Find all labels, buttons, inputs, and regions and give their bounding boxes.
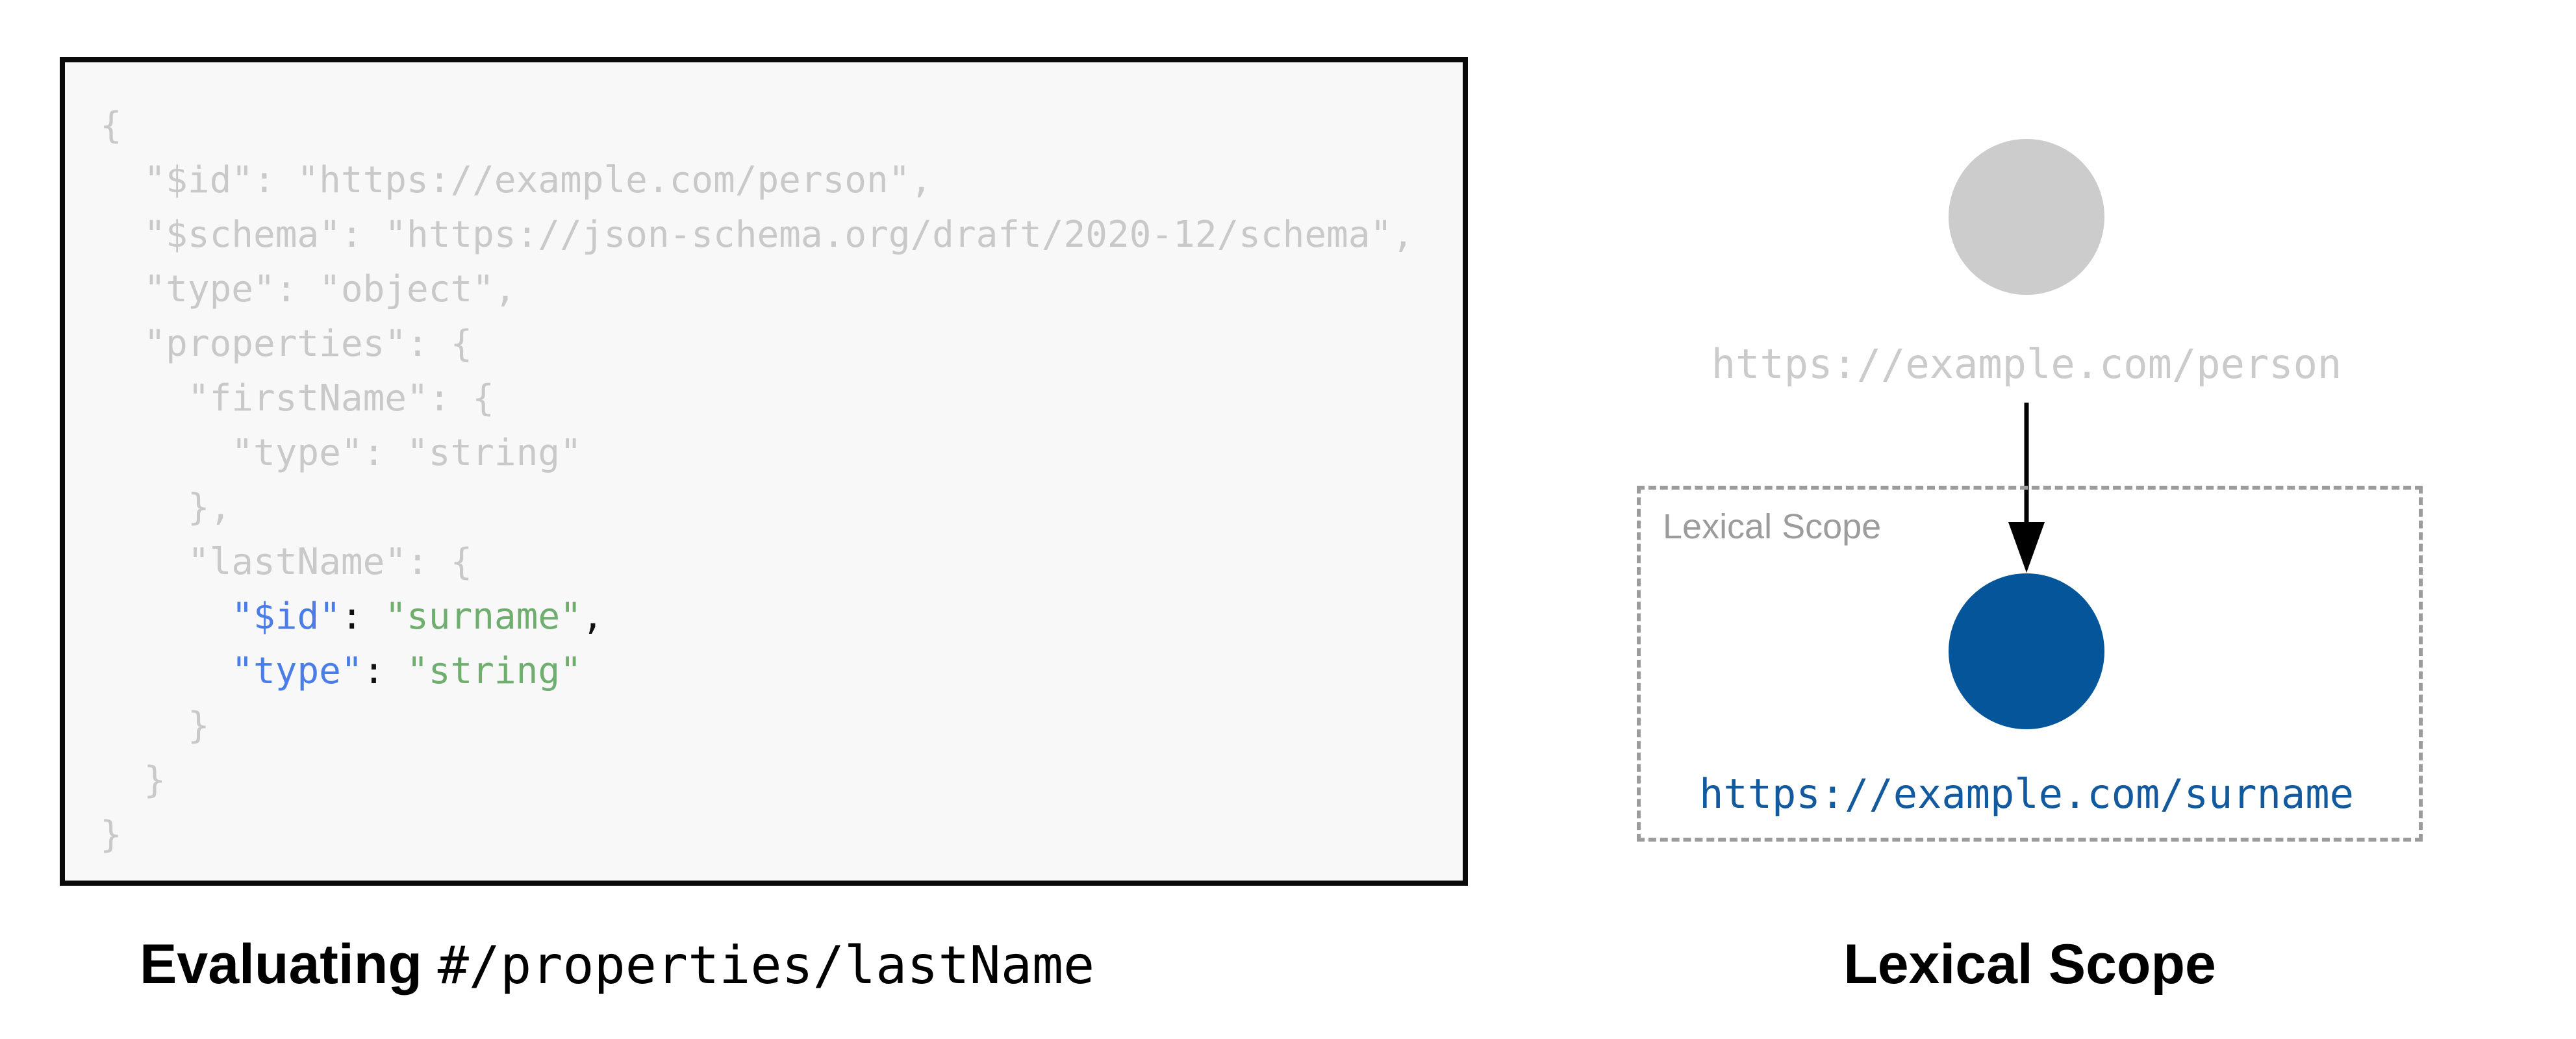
parent-schema-node <box>1949 139 2104 295</box>
code-segment: } <box>100 759 166 801</box>
code-line: } <box>100 753 1463 808</box>
down-arrow-icon <box>2008 403 2045 573</box>
code-segment: "type" <box>231 650 363 692</box>
code-line: "firstName": { <box>100 371 1463 426</box>
code-segment: { <box>100 105 122 147</box>
left-caption-json-pointer: #/properties/lastName <box>437 935 1095 995</box>
code-line: "lastName": { <box>100 535 1463 590</box>
code-segment <box>100 650 231 692</box>
code-segment: : <box>362 650 407 692</box>
code-segment: , <box>581 595 604 638</box>
code-segment: "type": "object", <box>100 268 516 310</box>
child-schema-uri-label: https://example.com/surname <box>1699 770 2354 818</box>
code-segment: } <box>100 814 122 856</box>
right-caption: Lexical Scope <box>1843 933 2216 995</box>
code-segment: "firstName": { <box>100 377 494 419</box>
code-segment: : <box>340 595 385 638</box>
code-line: { <box>100 99 1463 153</box>
schema-code-panel: { "$id": "https://example.com/person", "… <box>60 57 1468 886</box>
code-segment: } <box>100 705 210 747</box>
code-segment: "$id" <box>231 595 341 638</box>
code-segment: "$schema": "https://json-schema.org/draf… <box>100 214 1414 256</box>
lexical-scope-box-title: Lexical Scope <box>1663 507 1882 546</box>
code-line: "type": "string" <box>100 644 1463 699</box>
lexical-scope-box: Lexical Scope <box>1637 486 2423 842</box>
code-block: { "$id": "https://example.com/person", "… <box>100 99 1463 862</box>
code-segment: "$id": "https://example.com/person", <box>100 159 933 201</box>
code-segment: "string" <box>407 650 582 692</box>
child-schema-node <box>1949 573 2104 729</box>
code-segment: "lastName": { <box>100 541 473 583</box>
code-segment: "type": "string" <box>100 432 582 474</box>
code-segment: "properties": { <box>100 323 473 365</box>
code-line: } <box>100 699 1463 753</box>
code-line: "$id": "surname", <box>100 590 1463 644</box>
left-caption-evaluating: Evaluating <box>140 933 438 995</box>
code-segment: }, <box>100 486 232 529</box>
code-segment <box>100 595 231 638</box>
code-line: "$id": "https://example.com/person", <box>100 153 1463 208</box>
code-line: } <box>100 808 1463 862</box>
code-line: "type": "object", <box>100 262 1463 317</box>
code-line: "properties": { <box>100 317 1463 371</box>
code-line: "$schema": "https://json-schema.org/draf… <box>100 208 1463 262</box>
parent-schema-uri-label: https://example.com/person <box>1711 340 2342 388</box>
code-segment: "surname" <box>385 595 582 638</box>
left-caption: Evaluating #/properties/lastName <box>140 933 1094 997</box>
code-line: "type": "string" <box>100 426 1463 481</box>
code-line: }, <box>100 481 1463 535</box>
